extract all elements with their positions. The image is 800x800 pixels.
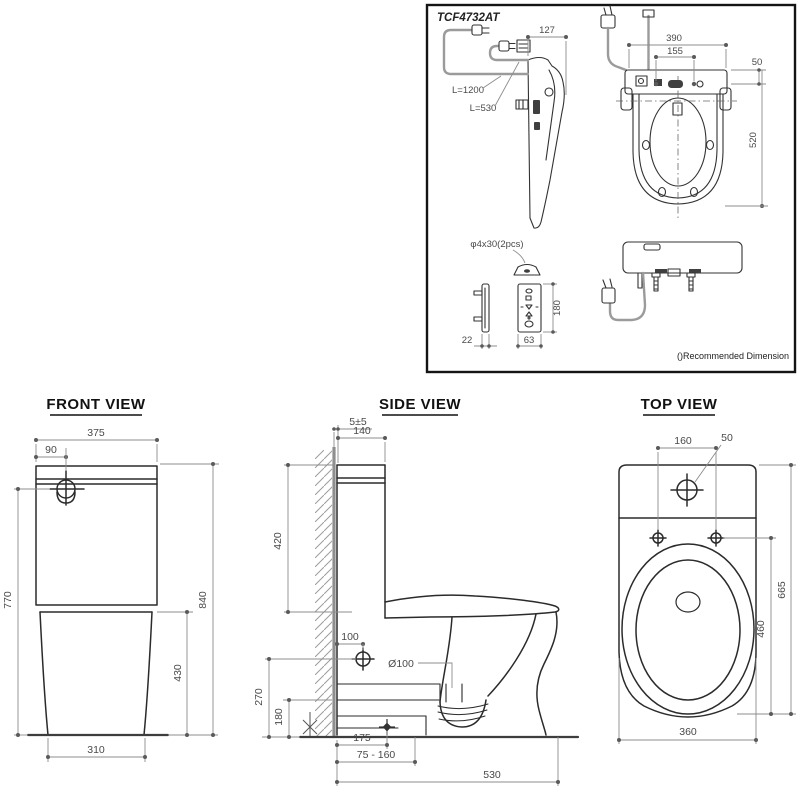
- remote-bracket: [513, 263, 541, 276]
- dim-side-wall-gap: 5±5: [349, 416, 367, 428]
- remote-front-view: [517, 283, 542, 333]
- remote-control-drawing: φ4x30(2pcs) 22: [462, 239, 563, 349]
- dim-side-inlet-from-wall: 100: [341, 631, 359, 643]
- dim-side-inlet-height: 270: [253, 688, 265, 706]
- dim-washlet-mount-offset: 50: [752, 57, 763, 68]
- dim-power-cord-length: L=1200: [452, 85, 484, 96]
- dim-top-inlet-offset: 50: [721, 432, 733, 444]
- top-inlet-symbol: [670, 473, 704, 507]
- dim-remote-screw: φ4x30(2pcs): [470, 239, 523, 250]
- dim-side-outlet-height: 180: [273, 708, 285, 726]
- dim-top-overall-depth: 665: [776, 581, 788, 599]
- dim-front-inlet-height: 770: [2, 591, 14, 609]
- top-view-toilet-outline: [618, 464, 757, 718]
- front-view: FRONT VIEW 375 90 770: [2, 396, 219, 762]
- plug-icon: [471, 24, 490, 36]
- dim-washlet-depth: 127: [539, 25, 555, 36]
- dim-side-outlet-min: 175: [353, 732, 371, 744]
- hose-end-fitting-icon: [498, 39, 531, 53]
- front-inlet-symbol: [49, 470, 85, 506]
- dim-front-inlet-offset: 90: [45, 444, 57, 456]
- hinge-screw-icon: [544, 87, 554, 97]
- side-view-title: SIDE VIEW: [379, 396, 461, 413]
- dim-front-base-width: 310: [87, 744, 105, 756]
- dim-washlet-width: 390: [666, 33, 682, 44]
- rear-power-cord: [608, 271, 647, 322]
- remote-side-view: [473, 283, 490, 333]
- dim-front-tank-width: 375: [87, 427, 105, 439]
- dim-side-overall-depth: 530: [483, 769, 501, 781]
- washlet-rear-drawing: [601, 241, 743, 322]
- tank-bolt-holes: [649, 529, 725, 547]
- lid-outline: [632, 93, 724, 205]
- dim-top-bowl-depth: 460: [755, 620, 767, 638]
- dim-top-bolt-pitch: 160: [674, 435, 692, 447]
- recommended-dimension-note: ()Recommended Dimension: [677, 351, 789, 361]
- dim-side-outlet-diameter: Ø100: [388, 658, 414, 670]
- floor-trap-symbol: [302, 712, 318, 736]
- water-hose: [488, 44, 530, 62]
- top-view-title: TOP VIEW: [641, 396, 718, 413]
- wall-hatch: [315, 450, 332, 736]
- washlet-top-drawing: 390 155 50 520: [600, 5, 768, 218]
- dim-side-tank-to-seat: 420: [272, 532, 284, 550]
- hose-fitting-icon: [642, 9, 655, 18]
- dim-remote-width: 63: [524, 335, 535, 346]
- dim-remote-height: 180: [552, 300, 563, 316]
- spec-panel: TCF4732AT: [425, 3, 797, 374]
- seat-opening: [649, 97, 707, 187]
- front-view-toilet-outline: [35, 465, 158, 736]
- side-view-toilet-outline: [336, 464, 560, 736]
- dim-side-tank-depth: 140: [353, 425, 371, 437]
- inlet-connector: [515, 99, 529, 110]
- dim-washlet-bolt-pitch: 155: [667, 46, 683, 57]
- dim-remote-depth: 22: [462, 335, 473, 346]
- washlet-side-drawing: L=1200 L=530 127: [442, 24, 568, 229]
- power-cord: [442, 28, 530, 76]
- dim-side-setout-range: 75 - 160: [357, 749, 396, 761]
- mounting-bolts: [637, 272, 696, 292]
- power-plug-icon: [600, 5, 616, 29]
- dim-water-hose-length: L=530: [470, 103, 497, 114]
- washlet-rear-body: [622, 241, 743, 274]
- washlet-top-body: [624, 69, 728, 95]
- top-view: TOP VIEW 160 50 665 46: [617, 396, 796, 744]
- front-view-title: FRONT VIEW: [46, 396, 146, 413]
- dim-washlet-depth-top: 520: [748, 132, 759, 148]
- dim-front-overall-height: 840: [197, 591, 209, 609]
- dim-front-bowl-rim-height: 430: [172, 664, 184, 682]
- model-number: TCF4732AT: [437, 12, 500, 24]
- dim-top-body-width: 360: [679, 726, 697, 738]
- side-view: SIDE VIEW: [253, 396, 580, 786]
- rear-plug-icon: [601, 278, 616, 304]
- power-cord-top: [606, 26, 628, 72]
- washlet-side-body: [527, 56, 565, 229]
